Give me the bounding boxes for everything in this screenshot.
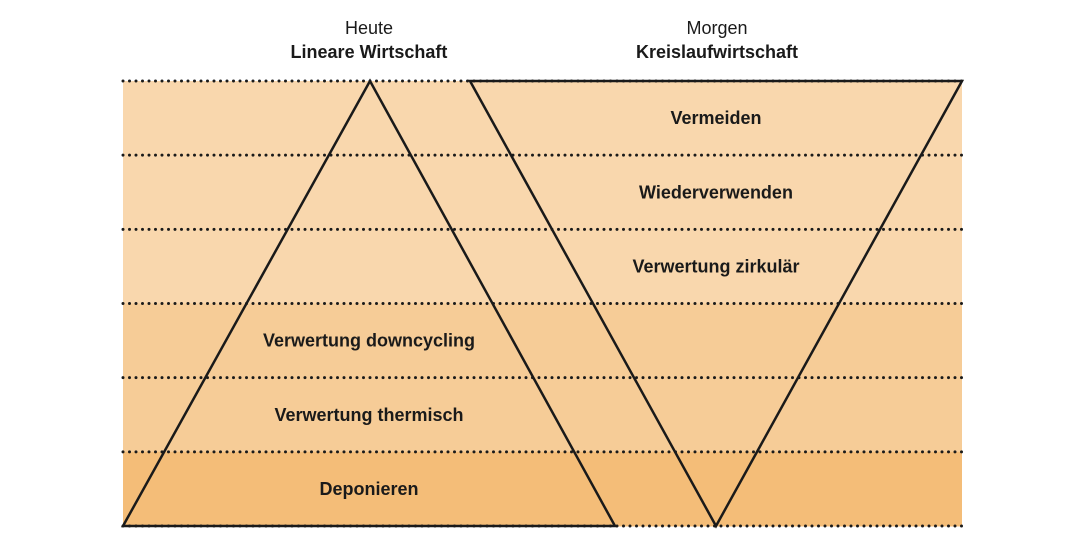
- band-verwertung-downcycling: [123, 303, 962, 379]
- band-vermeiden: [123, 81, 962, 156]
- header-right-title: Kreislaufwirtschaft: [635, 42, 799, 62]
- header-right-period: Morgen: [686, 18, 748, 38]
- header-kreislaufwirtschaft: Morgen Kreislaufwirtschaft: [567, 16, 867, 64]
- band-deponieren: [123, 451, 962, 527]
- header-left-period: Heute: [344, 18, 394, 38]
- inverted-pyramid-circular-economy: [467, 79, 965, 529]
- label-deponieren: Deponieren: [319, 479, 418, 499]
- bands-layer: [123, 81, 962, 527]
- header-left-title: Lineare Wirtschaft: [290, 42, 448, 62]
- label-verwertung-zirkulaer: Verwertung zirkulär: [632, 256, 799, 276]
- label-vermeiden: Vermeiden: [670, 108, 761, 128]
- label-wiederverwenden: Wiederverwenden: [639, 182, 793, 202]
- label-verwertung-thermisch: Verwertung thermisch: [274, 405, 463, 425]
- pyramid-linear-economy: [120, 78, 618, 528]
- header-lineare-wirtschaft: Heute Lineare Wirtschaft: [219, 16, 519, 64]
- band-verwertung-zirkulaer: [123, 229, 962, 304]
- band-wiederverwenden: [123, 155, 962, 230]
- label-verwertung-downcycling: Verwertung downcycling: [263, 331, 475, 351]
- band-verwertung-thermisch: [123, 377, 962, 453]
